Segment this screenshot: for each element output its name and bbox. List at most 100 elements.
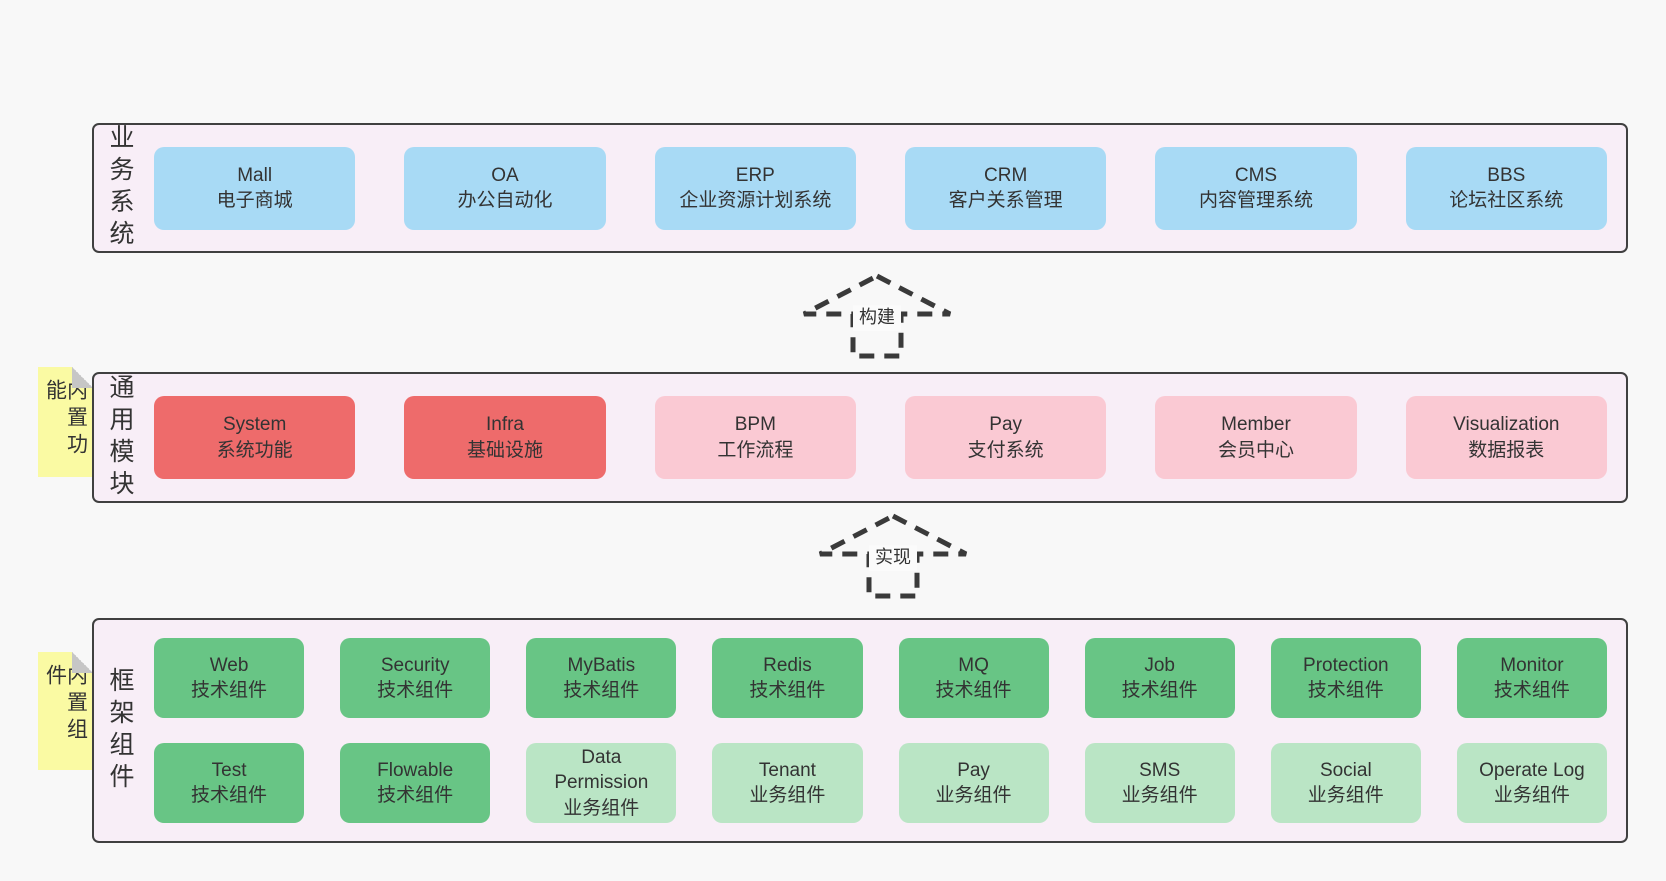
component-subtitle: 会员中心 — [1217, 439, 1294, 461]
component-box-pay: Pay 支付系统 — [904, 396, 1107, 479]
component-name: Social — [1319, 759, 1372, 781]
business-systems-boxes: Mall 电子商城 OA 办公自动化 ERP 企业资源计划系统 CRM 客户关系管理 CMS 内容… — [154, 146, 1607, 230]
component-name: BBS — [1487, 164, 1526, 186]
component-name: Protection — [1303, 654, 1389, 676]
component-subtitle: 业务组件 — [1121, 785, 1198, 806]
up-arrow-dashed-icon — [818, 513, 968, 599]
component-box-bbs: BBS 论坛社区系统 — [1405, 146, 1607, 230]
component-name: Security — [380, 654, 450, 676]
component-subtitle: 业务组件 — [1307, 785, 1384, 806]
component-subtitle: 内容管理系统 — [1198, 190, 1313, 211]
component-name: Test — [211, 759, 247, 781]
component-subtitle: 业务组件 — [1493, 785, 1570, 806]
component-subtitle: 电子商城 — [216, 190, 293, 211]
component-box-flowable: Flowable 技术组件 — [340, 743, 491, 823]
arrow-label-implement: 实现 — [869, 544, 917, 571]
component-box-system: System 系统功能 — [154, 396, 356, 479]
component-name: Web — [209, 654, 249, 676]
panel-label-framework-components: 框架组件 — [106, 666, 134, 795]
component-name: Flowable — [377, 759, 454, 781]
component-subtitle: 支付系统 — [967, 439, 1044, 461]
arrow-label-build: 构建 — [853, 304, 901, 331]
component-subtitle: 技术组件 — [1121, 680, 1198, 701]
component-box-mybatis: MyBatis 技术组件 — [526, 638, 677, 718]
component-subtitle: 客户关系管理 — [948, 190, 1063, 211]
component-name: Member — [1221, 414, 1291, 436]
component-box-job: Job 技术组件 — [1084, 638, 1235, 718]
component-name: BPM — [734, 414, 776, 436]
component-box-tenant: Tenant 业务组件 — [712, 743, 863, 823]
component-box-social: Social 业务组件 — [1270, 743, 1421, 823]
component-subtitle: 业务组件 — [563, 797, 640, 819]
component-name: ERP — [735, 164, 775, 186]
component-box-web: Web 技术组件 — [154, 638, 305, 718]
component-name: SMS — [1139, 759, 1181, 781]
component-name: System — [222, 414, 287, 436]
panel-label-common-modules: 通用模块 — [106, 373, 134, 502]
component-subtitle: 技术组件 — [377, 785, 454, 806]
component-box-member: Member 会员中心 — [1155, 396, 1357, 479]
folded-corner-icon — [72, 367, 93, 388]
component-subtitle: 技术组件 — [191, 680, 268, 701]
component-subtitle: 基础设施 — [466, 439, 543, 461]
component-name: Infra — [485, 414, 524, 436]
component-name: Pay — [957, 759, 990, 781]
component-box-monitor: Monitor 技术组件 — [1456, 638, 1607, 718]
component-name: CMS — [1234, 164, 1278, 186]
sticky-note-builtin-components: 内置组件 — [38, 652, 93, 770]
component-box-visualization: Visualization 数据报表 — [1405, 396, 1607, 479]
component-subtitle: 技术组件 — [1493, 680, 1570, 701]
component-name: Job — [1144, 654, 1175, 676]
component-box-oa: OA 办公自动化 — [404, 146, 606, 230]
component-name: Redis — [763, 654, 812, 676]
component-box-mq: MQ 技术组件 — [898, 638, 1049, 718]
component-box-operate-log: Operate Log 业务组件 — [1456, 743, 1607, 823]
component-box-cms: CMS 内容管理系统 — [1155, 146, 1357, 230]
component-name: OA — [491, 164, 519, 186]
component-subtitle: 技术组件 — [749, 680, 826, 701]
component-box-test: Test 技术组件 — [154, 743, 305, 823]
component-subtitle: 业务组件 — [749, 785, 826, 806]
component-subtitle: 技术组件 — [563, 680, 640, 701]
up-arrow-dashed-icon — [802, 273, 952, 359]
panel-label-business-systems: 业务系统 — [106, 124, 134, 252]
component-subtitle: 技术组件 — [935, 680, 1012, 701]
component-box-erp: ERP 企业资源计划系统 — [654, 146, 856, 230]
sticky-note-builtin-features: 内置功能 — [38, 367, 93, 477]
component-box-crm: CRM 客户关系管理 — [904, 146, 1107, 230]
arrow-build: 构建 — [800, 272, 954, 360]
folded-corner-icon — [72, 652, 93, 673]
component-subtitle: 业务组件 — [935, 785, 1012, 806]
component-subtitle: 企业资源计划系统 — [679, 190, 832, 211]
component-box-protection: Protection 技术组件 — [1270, 638, 1421, 718]
sticky-label: 内置组件 — [43, 664, 88, 745]
component-name: MyBatis — [567, 654, 636, 676]
sticky-label: 内置功能 — [43, 379, 88, 460]
component-name: Operate Log — [1479, 759, 1585, 781]
component-box-sms: SMS 业务组件 — [1084, 743, 1235, 823]
component-box-infra: Infra 基础设施 — [404, 396, 606, 479]
component-box-mall: Mall 电子商城 — [154, 146, 356, 230]
component-subtitle: 技术组件 — [1307, 680, 1384, 701]
component-name: Pay — [989, 414, 1023, 436]
component-name: CRM — [984, 164, 1028, 186]
component-subtitle: 论坛社区系统 — [1449, 190, 1564, 211]
component-name: Visualization — [1453, 414, 1560, 436]
component-name: MQ — [958, 654, 989, 676]
arrow-implement: 实现 — [816, 512, 970, 600]
component-box-redis: Redis 技术组件 — [712, 638, 863, 718]
component-subtitle: 技术组件 — [191, 785, 268, 806]
component-name: Mall — [237, 164, 273, 186]
component-subtitle: 办公自动化 — [457, 190, 553, 211]
component-name: Tenant — [758, 759, 816, 781]
component-name: Monitor — [1500, 654, 1564, 676]
component-subtitle: 数据报表 — [1468, 439, 1545, 461]
component-subtitle: 系统功能 — [216, 439, 293, 461]
